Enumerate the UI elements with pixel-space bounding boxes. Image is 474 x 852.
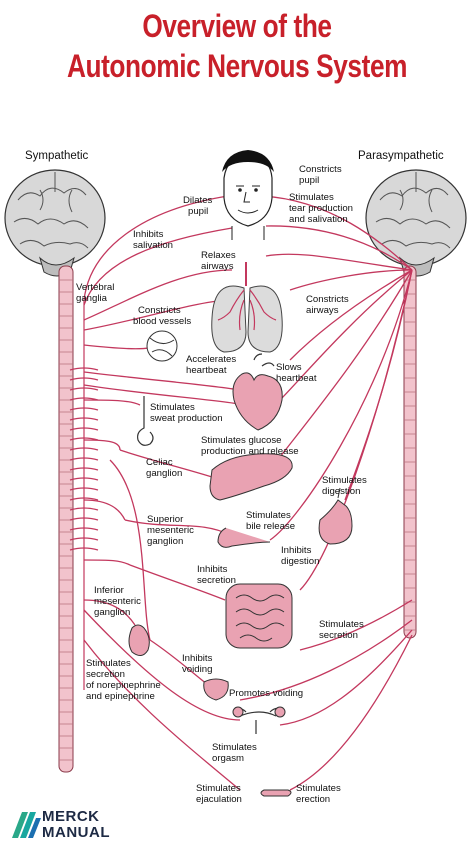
sweat-gland-icon bbox=[137, 396, 154, 446]
label-stimulates-glucose: Stimulates glucose production and releas… bbox=[201, 435, 299, 457]
right-brain bbox=[365, 169, 467, 277]
page-title: Overview of the Autonomic Nervous System bbox=[0, 6, 474, 86]
label-inhibits-secretion: Inhibits secretion bbox=[197, 564, 236, 586]
right-spinal-cord bbox=[403, 265, 417, 639]
bladder-icon bbox=[203, 678, 229, 701]
label-inhibits-voiding: Inhibits voiding bbox=[182, 653, 215, 675]
sympathetic-label: Sympathetic bbox=[25, 150, 89, 162]
intestines-icon bbox=[225, 583, 293, 649]
gallbladder-icon bbox=[217, 527, 271, 548]
label-inhibits-digestion: Inhibits digestion bbox=[281, 545, 319, 567]
logo-line-2: MANUAL bbox=[42, 824, 110, 841]
label-inferior-mesenteric: Inferior mesenteric ganglion bbox=[94, 585, 144, 618]
label-stimulates-secretion: Stimulates secretion bbox=[319, 619, 366, 641]
title-line-1: Overview of the bbox=[142, 8, 332, 44]
label-inhibits-salivation: Inhibits salivation bbox=[133, 229, 173, 251]
blood-vessels-icon bbox=[146, 330, 178, 362]
label-stimulates-digestion: Stimulates digestion bbox=[322, 475, 369, 497]
merck-manual-logo: MERCK MANUAL bbox=[42, 809, 110, 841]
liver-icon bbox=[209, 453, 293, 501]
reproductive-organs-icon bbox=[232, 706, 286, 734]
heart-icon bbox=[232, 353, 283, 431]
adrenal-kidney-icon bbox=[128, 624, 150, 656]
label-constricts-pupil: Constricts pupil bbox=[299, 164, 344, 186]
penis-icon bbox=[260, 789, 292, 797]
label-relaxes-airways: Relaxes airways bbox=[201, 250, 238, 272]
label-promotes-voiding: Promotes voiding bbox=[229, 688, 303, 699]
logo-line-1: MERCK bbox=[42, 808, 100, 825]
left-spinal-cord bbox=[58, 265, 74, 773]
label-stimulates-bile: Stimulates bile release bbox=[246, 510, 295, 532]
title-line-2: Autonomic Nervous System bbox=[66, 48, 408, 84]
label-superior-mesenteric: Superior mesenteric ganglion bbox=[147, 514, 197, 547]
label-stimulates-sweat: Stimulates sweat production bbox=[150, 402, 223, 424]
label-celiac-ganglion: Celiac ganglion bbox=[146, 457, 182, 479]
merck-manual-logo-icon bbox=[12, 812, 41, 838]
label-vertebral-ganglia: Vertebral ganglia bbox=[76, 282, 117, 304]
label-stimulates-ejaculation: Stimulates ejaculation bbox=[196, 783, 243, 805]
sympathetic-chain bbox=[69, 300, 99, 690]
label-stimulates-erection: Stimulates erection bbox=[296, 783, 343, 805]
label-constricts-airways: Constricts airways bbox=[306, 294, 351, 316]
stomach-icon bbox=[318, 487, 353, 545]
lungs-icon bbox=[211, 262, 283, 353]
parasympathetic-label: Parasympathetic bbox=[358, 150, 444, 162]
head-icon bbox=[222, 150, 274, 240]
label-constricts-blood-vessels: Constricts blood vessels bbox=[133, 305, 191, 327]
label-stimulates-orgasm: Stimulates orgasm bbox=[212, 742, 259, 764]
label-stimulates-tear: Stimulates tear production and salivatio… bbox=[289, 192, 356, 225]
label-stimulates-norepinephrine: Stimulates secretion of norepinephrine a… bbox=[86, 658, 163, 702]
label-slows-heartbeat: Slows heartbeat bbox=[276, 362, 317, 384]
label-dilates-pupil: Dilates pupil bbox=[183, 195, 215, 217]
left-brain bbox=[4, 169, 106, 277]
label-accelerates-heartbeat: Accelerates heartbeat bbox=[186, 354, 239, 376]
